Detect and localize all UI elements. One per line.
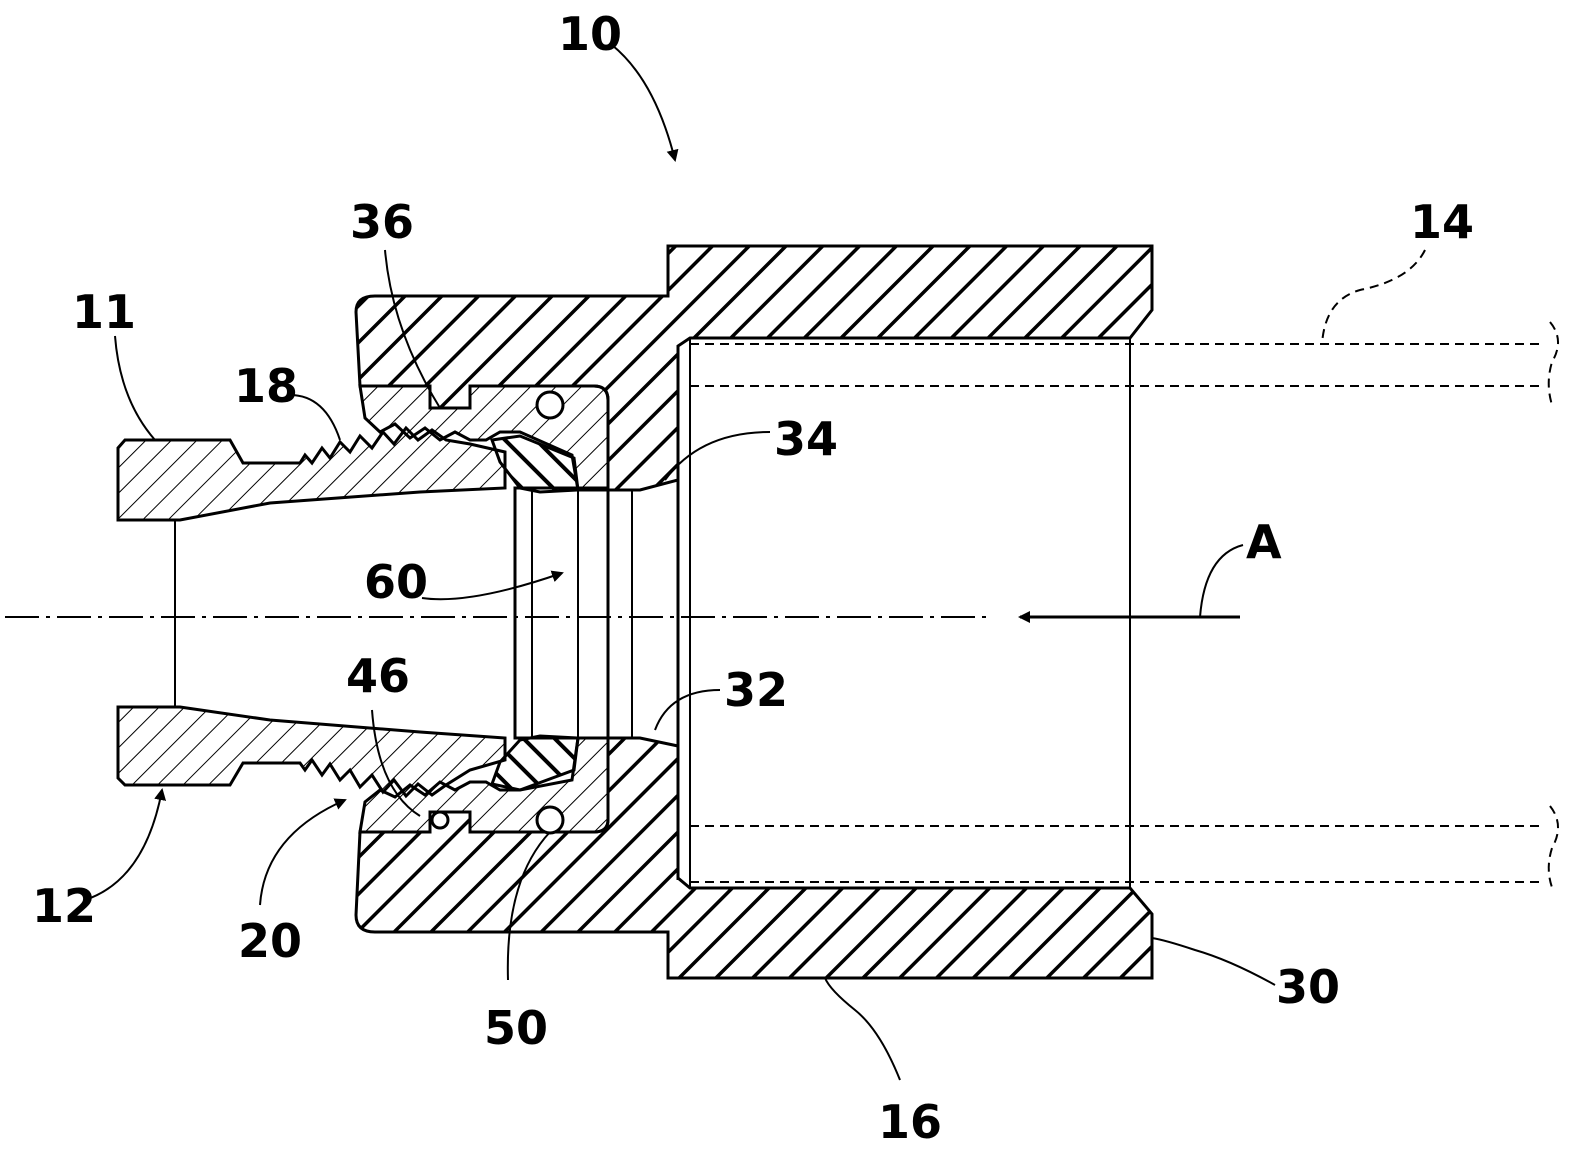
tube-outline: [690, 322, 1558, 890]
fitting-body-lower: [118, 707, 505, 796]
label-16: 16: [878, 1095, 942, 1149]
leader-a: [1200, 545, 1243, 617]
leader-11: [115, 336, 155, 440]
leader-34: [665, 432, 770, 480]
label-12: 12: [32, 879, 96, 933]
fitting-body-upper: [118, 428, 505, 520]
label-36: 36: [350, 195, 414, 249]
label-11: 11: [72, 285, 136, 339]
label-a: A: [1246, 515, 1282, 569]
label-32: 32: [724, 663, 788, 717]
body-housing-lower: [356, 738, 1152, 978]
label-50: 50: [484, 1001, 548, 1055]
leader-20: [260, 800, 345, 905]
leader-32: [655, 690, 720, 730]
leader-12: [85, 790, 162, 900]
label-20: 20: [238, 914, 302, 968]
ball-lower: [537, 807, 563, 833]
leader-16: [825, 978, 900, 1080]
label-34: 34: [774, 412, 838, 466]
label-60: 60: [364, 555, 428, 609]
leader-10: [612, 45, 675, 160]
label-30: 30: [1276, 960, 1340, 1014]
small-ball-lower: [432, 812, 448, 828]
leader-60: [422, 573, 562, 599]
ball-upper: [537, 392, 563, 418]
leader-14: [1322, 250, 1425, 344]
label-46: 46: [346, 649, 410, 703]
label-10: 10: [558, 7, 622, 61]
leader-30: [1152, 938, 1275, 985]
label-18: 18: [234, 359, 298, 413]
label-14: 14: [1410, 195, 1474, 249]
inner-ring-outline: [515, 488, 608, 738]
